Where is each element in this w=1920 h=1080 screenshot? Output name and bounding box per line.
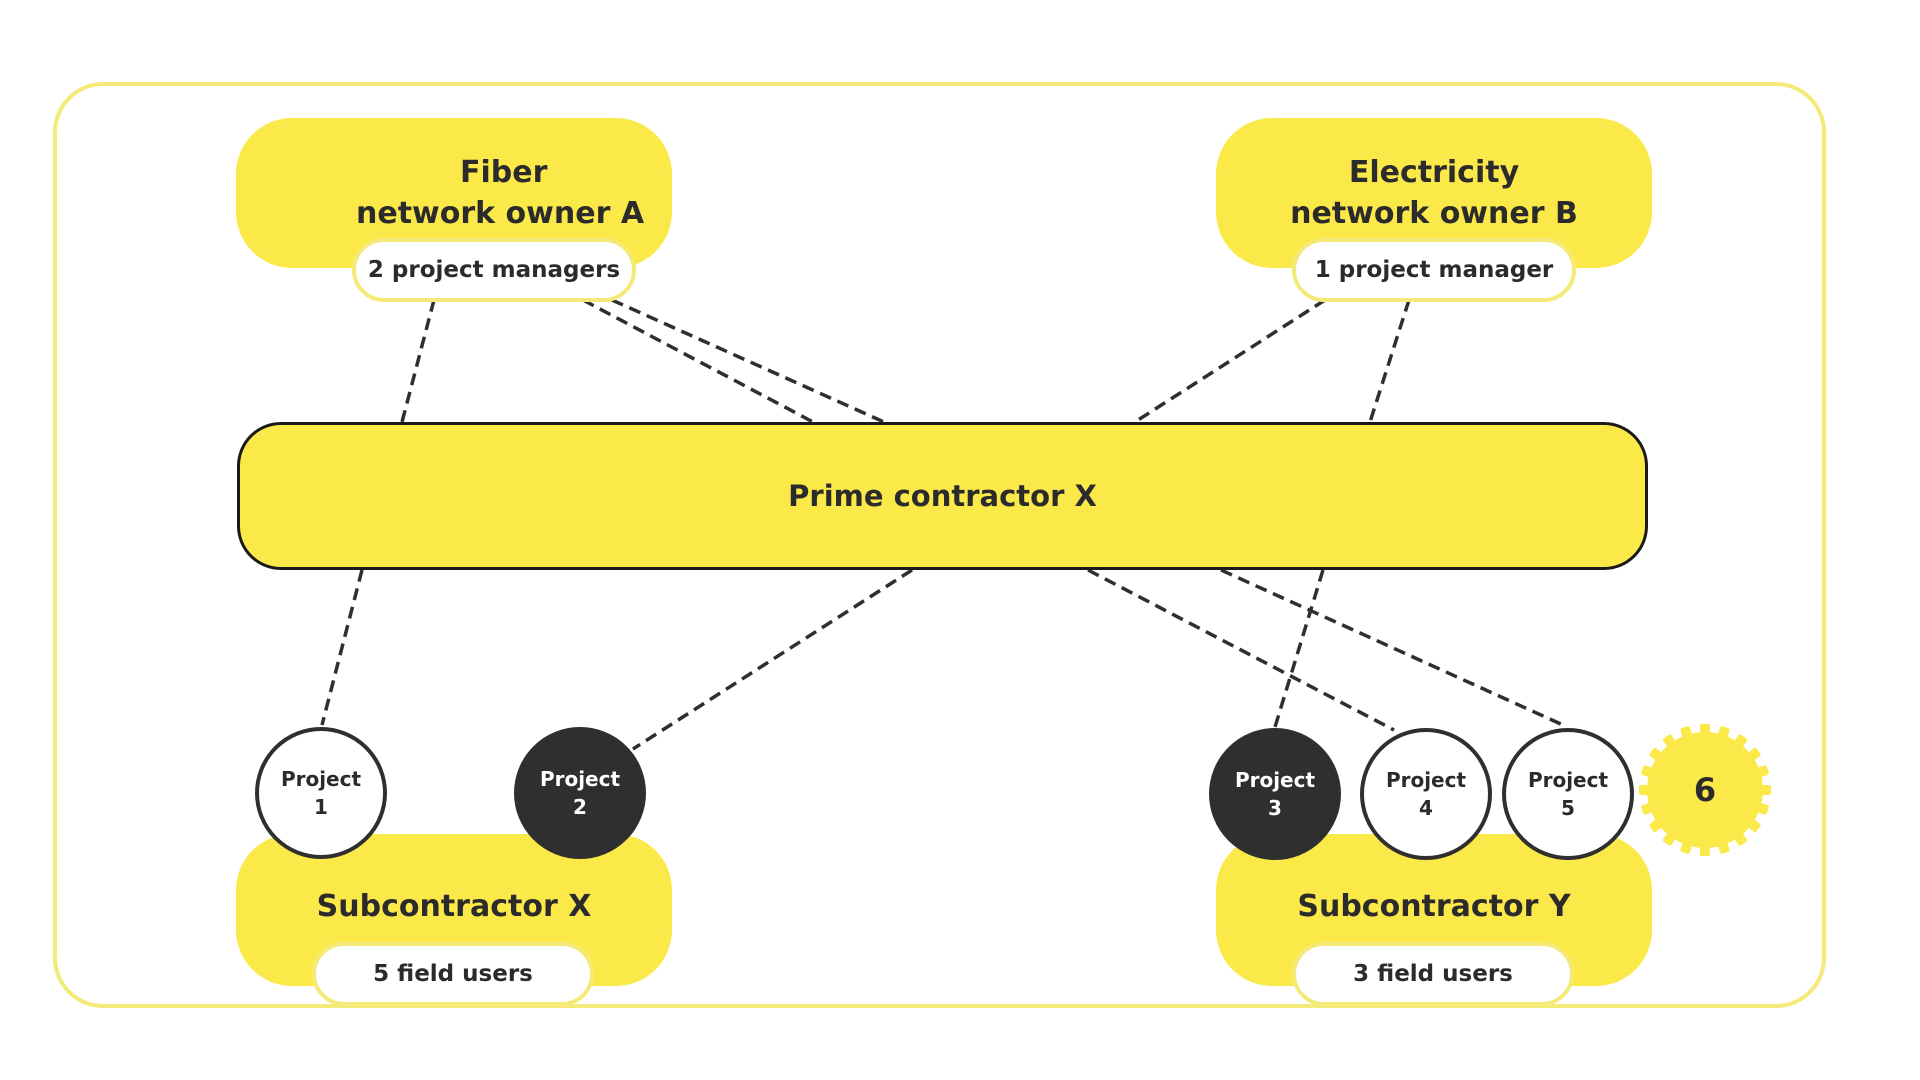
subcontractor-x-title: Subcontractor X (316, 889, 592, 924)
owner-a-title: Fiber network owner A (356, 152, 672, 234)
project-5-word: Project (1527, 768, 1609, 792)
project-2-circle: Project 2 (514, 727, 646, 859)
subcontractor-y-users-pill: 3 field users (1292, 942, 1574, 1006)
owner-b-title-line1: Electricity (1348, 155, 1520, 190)
project-3-circle: Project 3 (1209, 728, 1341, 860)
link-owner-a-prime-right (611, 298, 885, 424)
link-prime-project-5 (1220, 568, 1564, 727)
project-3-word: Project (1234, 768, 1316, 792)
link-prime-project-3 (1273, 569, 1325, 728)
link-prime-project-2 (632, 568, 913, 751)
project-4-number: 4 (1419, 796, 1433, 820)
subcontractor-y-title: Subcontractor Y (1297, 889, 1571, 924)
project-2-word: Project (539, 767, 621, 791)
project-3-number: 3 (1268, 796, 1282, 820)
subcontractor-x-users-pill: 5 field users (312, 942, 594, 1006)
link-owner-b-prime-right (1368, 299, 1411, 423)
link-owner-b-prime-left (1134, 298, 1326, 424)
owner-b-title: Electricity network owner B (1216, 152, 1652, 234)
owner-b-title-line2: network owner B (1290, 196, 1578, 231)
link-prime-project-4 (1087, 568, 1395, 732)
project-4-word: Project (1385, 768, 1467, 792)
project-5-circle: Project 5 (1502, 728, 1634, 860)
link-prime-project-1 (320, 569, 364, 726)
owner-a-box: Fiber network owner A (236, 118, 672, 268)
project-1-number: 1 (314, 795, 328, 819)
owner-a-title-line2: network owner A (356, 196, 645, 231)
project-4-circle: Project 4 (1360, 728, 1492, 860)
outer-frame (53, 82, 1826, 1008)
gear-icon (1639, 724, 1771, 856)
project-1-circle: Project 1 (255, 727, 387, 859)
owner-a-managers-pill: 2 project managers (352, 238, 636, 302)
owner-b-managers-pill: 1 project manager (1292, 238, 1576, 302)
link-owner-a-prime-left (400, 299, 436, 423)
owner-a-title-line1: Fiber (460, 155, 548, 190)
prime-contractor-label: Prime contractor X (788, 479, 1097, 513)
prime-contractor-box: Prime contractor X (237, 422, 1648, 570)
project-count-badge: 6 (1693, 771, 1717, 809)
link-owner-a-prime-mid (582, 298, 814, 424)
project-1-word: Project (280, 767, 362, 791)
project-5-number: 5 (1561, 796, 1575, 820)
project-2-number: 2 (573, 795, 587, 819)
